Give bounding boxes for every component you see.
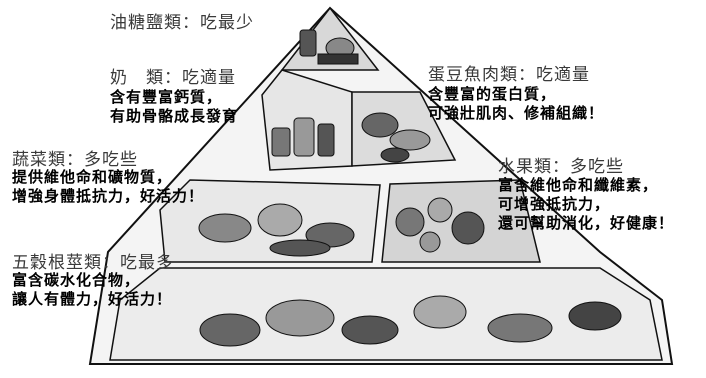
protein-desc-1: 含豐富的蛋白質， — [428, 85, 557, 103]
top-tier-items — [299, 29, 359, 65]
fruits-desc-1: 富含維他命和纖維素， — [498, 176, 659, 194]
protein-desc-2: 可強壯肌肉、修補組織！ — [428, 104, 605, 122]
vegetables-desc-2: 增強身體抵抗力，好活力！ — [12, 187, 205, 205]
grain-items — [199, 295, 622, 347]
grains-desc-1: 富含碳水化合物， — [12, 271, 141, 289]
label-vegetables: 蔬菜類：多吃些 — [12, 150, 138, 170]
dairy-desc-1: 含有豐富鈣質， — [110, 88, 223, 106]
grains-desc-2: 讓人有體力，好活力！ — [12, 290, 173, 308]
vegetable-items — [198, 203, 355, 257]
vegetables-desc-1: 提供維他命和礦物質， — [12, 168, 173, 186]
dairy-desc-2: 有助骨骼成長發育 — [110, 107, 239, 125]
protein-items — [361, 112, 431, 163]
fruits-desc-2: 可增強抵抗力， — [498, 195, 611, 213]
fruit-items — [395, 197, 485, 253]
label-protein: 蛋豆魚肉類：吃適量 — [428, 65, 590, 85]
label-fruits: 水果類：多吃些 — [498, 157, 624, 177]
tier-protein-band — [351, 91, 457, 167]
label-fats-sugars-salt: 油糖鹽類：吃最少 — [110, 13, 254, 33]
dairy-items — [271, 117, 335, 157]
fruits-desc-3: 還可幫助消化，好健康！ — [498, 214, 675, 232]
label-grains: 五穀根莖類：吃最多 — [12, 253, 174, 273]
label-dairy: 奶 類：吃適量 — [110, 68, 236, 88]
